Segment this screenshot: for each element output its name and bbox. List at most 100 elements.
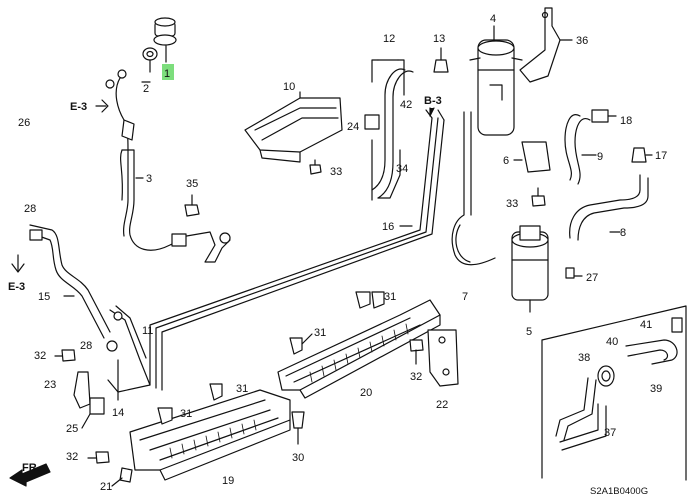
plug-part-30 — [291, 411, 305, 445]
callout-31c: 31 — [236, 383, 248, 395]
hose-part-7 — [451, 111, 496, 266]
callout-40: 40 — [606, 336, 618, 348]
callout-6: 6 — [503, 155, 509, 167]
clip-part-28b — [106, 340, 118, 352]
bracket-part-23 — [73, 371, 91, 409]
callout-37: 37 — [604, 427, 616, 439]
shield-part-10 — [244, 91, 343, 163]
bracket-part-36 — [519, 7, 573, 83]
bolt-part-33a — [309, 159, 322, 175]
callout-20: 20 — [360, 387, 372, 399]
shield-part-20 — [277, 299, 441, 399]
callout-1: 1 — [164, 68, 170, 80]
callout-12: 12 — [383, 33, 395, 45]
ref-label-e3a: E-3 — [70, 101, 87, 113]
bracket-part-6 — [513, 141, 551, 173]
front-direction-arrow — [9, 463, 51, 487]
callout-26: 26 — [18, 117, 30, 129]
detail-frame — [541, 305, 687, 481]
callout-30: 30 — [292, 452, 304, 464]
callout-23: 23 — [44, 379, 56, 391]
callout-35: 35 — [186, 178, 198, 190]
clip-part-31-b — [355, 291, 385, 309]
callout-9: 9 — [597, 151, 603, 163]
callout-33b: 33 — [506, 198, 518, 210]
ring-part-40 — [597, 365, 615, 387]
callout-31b: 31 — [384, 291, 396, 303]
callout-32a: 32 — [34, 350, 46, 362]
pipe-part-11 — [107, 305, 151, 393]
hose-group-12 — [364, 59, 414, 201]
callout-28b: 28 — [80, 340, 92, 352]
callout-32b: 32 — [66, 451, 78, 463]
callout-33a: 33 — [330, 166, 342, 178]
fitting-part-18 — [591, 109, 617, 123]
bolt-part-32c — [409, 339, 424, 365]
ref-label-b3: B-3 — [424, 95, 442, 107]
hose-part-15 — [29, 224, 111, 339]
callout-27: 27 — [586, 272, 598, 284]
compressor-part-5 — [511, 225, 549, 313]
callout-15: 15 — [38, 291, 50, 303]
callout-31a: 31 — [314, 327, 326, 339]
nut-part-2 — [141, 47, 158, 83]
callout-25: 25 — [66, 423, 78, 435]
ref-label-e3b: E-3 — [8, 281, 25, 293]
callout-17: 17 — [655, 150, 667, 162]
seal-part-27 — [565, 267, 583, 279]
bracket-part-21 — [111, 467, 133, 487]
ref-arrow-b3 — [429, 107, 435, 117]
callout-41: 41 — [640, 319, 652, 331]
callout-18: 18 — [620, 115, 632, 127]
hose-part-8 — [569, 174, 649, 241]
fitting-part-41 — [671, 317, 683, 333]
ref-arrow-e3a — [95, 99, 109, 113]
callout-11: 11 — [142, 325, 153, 337]
callout-36: 36 — [576, 35, 588, 47]
bolt-part-33b — [531, 187, 546, 207]
callout-21: 21 — [100, 481, 112, 493]
callout-16: 16 — [382, 221, 394, 233]
callout-39: 39 — [650, 383, 662, 395]
clip-part-31-a — [289, 333, 313, 355]
callout-3: 3 — [146, 173, 152, 185]
callout-31d: 31 — [180, 408, 192, 420]
callout-2: 2 — [143, 83, 149, 95]
hose-part-38 — [555, 377, 597, 441]
clip-part-13 — [433, 47, 449, 73]
callout-1-highlight — [162, 64, 174, 80]
hose-part-9 — [564, 114, 597, 185]
clip-part-31-d — [157, 407, 173, 425]
pipe-part-3 — [105, 69, 231, 263]
ref-arrow-e3b — [11, 254, 25, 273]
hose-part-37 — [559, 403, 607, 451]
bolt-part-32b — [87, 451, 110, 464]
bolt-part-32a — [54, 349, 76, 362]
shield-part-19 — [129, 389, 291, 481]
fitting-part-17 — [631, 147, 653, 163]
callout-14: 14 — [112, 407, 124, 419]
hose-part-39 — [625, 339, 678, 365]
receiver-part-4 — [469, 25, 523, 136]
callout-8: 8 — [620, 227, 626, 239]
callout-38: 38 — [578, 352, 590, 364]
callout-24: 24 — [347, 121, 359, 133]
callout-34: 34 — [396, 163, 408, 175]
callout-7: 7 — [462, 291, 468, 303]
front-direction-label: FR. — [22, 462, 40, 474]
bracket-part-22 — [427, 329, 459, 387]
cap-part-1 — [153, 17, 177, 63]
callout-19: 19 — [222, 475, 234, 487]
clip-part-25 — [81, 397, 105, 429]
callout-5: 5 — [526, 326, 532, 338]
clip-part-31-c — [209, 383, 223, 401]
callout-22: 22 — [436, 399, 448, 411]
diagram-code: S2A1B0400G — [590, 486, 648, 497]
callout-13: 13 — [433, 33, 445, 45]
callout-42: 42 — [400, 99, 412, 111]
callout-32c: 32 — [410, 371, 422, 383]
callout-4: 4 — [490, 13, 496, 25]
pipe-part-16 — [149, 109, 445, 391]
callout-28a: 28 — [24, 203, 36, 215]
